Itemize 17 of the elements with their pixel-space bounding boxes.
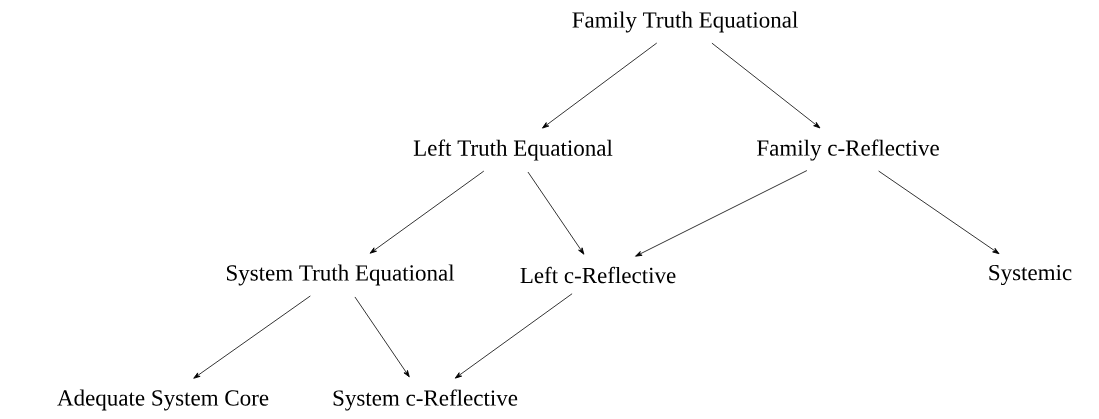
node-label: Family c-Reflective: [757, 139, 939, 161]
node-label: Left Truth Equational: [413, 139, 613, 161]
arrow: [193, 295, 311, 379]
arrow: [369, 170, 485, 254]
node-label: System Truth Equational: [226, 264, 455, 286]
node-label: Family Truth Equational: [572, 11, 798, 33]
node-label: Systemic: [989, 264, 1072, 286]
arrow: [635, 170, 808, 257]
arrow: [354, 296, 410, 378]
node-label: Left c-Reflective: [520, 266, 676, 284]
node-label: System c-Reflective: [333, 389, 518, 411]
arrow: [878, 170, 1000, 255]
arrow: [542, 42, 658, 129]
arrow: [454, 293, 573, 379]
arrow: [711, 42, 821, 129]
node-label: Adequate System Core: [57, 389, 269, 411]
arrow: [527, 171, 585, 255]
